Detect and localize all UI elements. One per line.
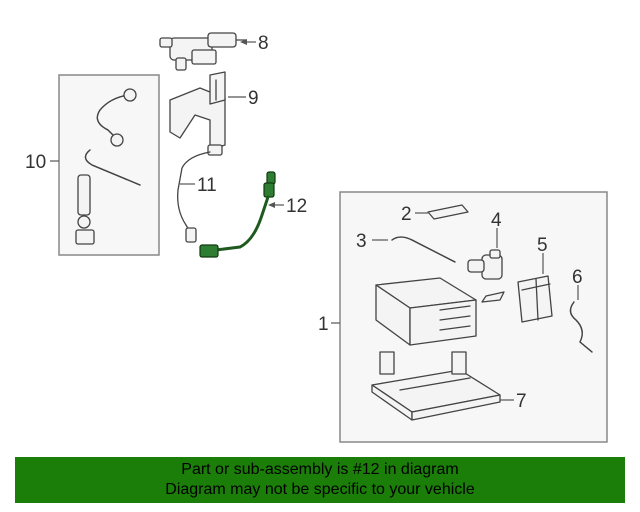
callout-10: 10 <box>25 152 46 173</box>
callout-5: 5 <box>537 235 548 256</box>
info-banner: Part or sub-assembly is #12 in diagram D… <box>15 457 625 503</box>
callout-11: 11 <box>197 175 217 196</box>
part-11-oxygen-sensor <box>177 144 223 243</box>
callout-7: 7 <box>516 391 527 412</box>
part-2-pad <box>427 204 469 220</box>
callout-2: 2 <box>401 204 412 225</box>
callout-6: 6 <box>572 267 583 288</box>
callout-1: 1 <box>318 314 329 335</box>
callout-12: 12 <box>286 196 307 217</box>
part-12-oxygen-sensor-highlighted <box>199 171 276 258</box>
callout-9: 9 <box>248 88 259 109</box>
part-7-tray <box>371 351 501 421</box>
banner-line-2: Diagram may not be specific to your vehi… <box>165 481 475 498</box>
part-1-canister <box>375 277 505 346</box>
box-part-10 <box>58 74 160 256</box>
arrow-8 <box>240 39 247 45</box>
part-4-valve <box>467 249 503 280</box>
part-5-filter <box>517 275 553 323</box>
part-10-hoses <box>75 88 141 245</box>
part-9-bracket <box>169 71 226 151</box>
part-8-purge-valve <box>159 32 247 71</box>
callout-8: 8 <box>258 33 269 54</box>
parts-diagram: 8 9 10 11 12 2 4 3 5 6 1 7 <box>25 32 608 443</box>
banner-line-1: Part or sub-assembly is #12 in diagram <box>181 461 459 478</box>
arrow-12 <box>268 202 275 208</box>
callout-3: 3 <box>356 231 367 252</box>
callout-4: 4 <box>491 210 502 231</box>
